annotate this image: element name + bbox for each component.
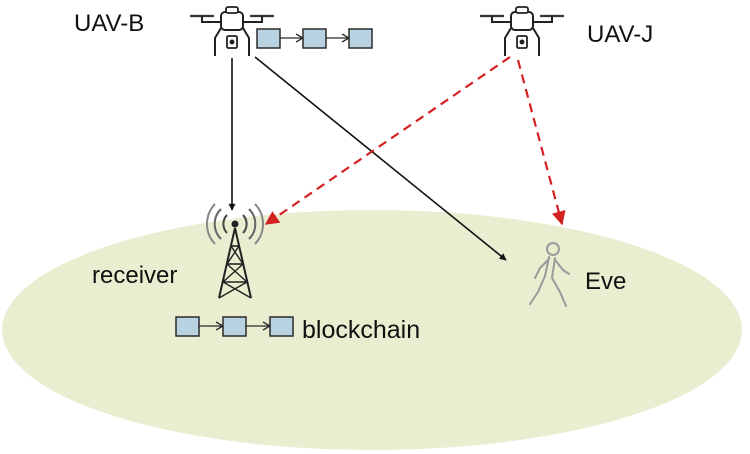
uav-blockchain-blocks xyxy=(256,28,373,49)
eve-label: Eve xyxy=(585,268,627,295)
drone-icon xyxy=(478,5,566,58)
uav-b-label: UAV-B xyxy=(74,10,145,37)
uav-j-label: UAV-J xyxy=(587,21,654,48)
walking-person-icon xyxy=(529,242,570,307)
receiver-blockchain-blocks xyxy=(175,316,294,337)
jam-link-uavj-eve xyxy=(516,59,566,226)
ground-area xyxy=(2,210,742,450)
jam-link-uavj-receiver xyxy=(264,56,511,225)
receiver-label: receiver xyxy=(92,262,178,289)
radio-tower-icon xyxy=(206,203,264,299)
link-uavb-eve xyxy=(254,56,507,261)
blockchain-label: blockchain xyxy=(302,316,421,344)
